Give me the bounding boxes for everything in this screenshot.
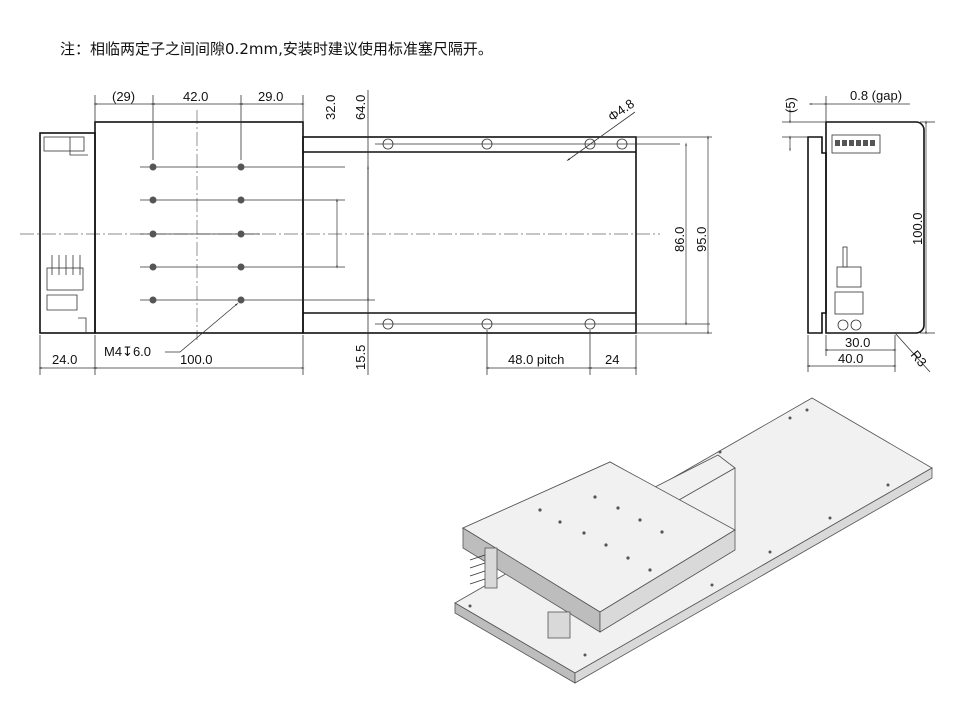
dim-100: 100.0	[180, 352, 213, 367]
body-threaded-holes	[140, 163, 375, 304]
dim-24-right: 24	[605, 352, 619, 367]
dim-95: 95.0	[694, 227, 709, 252]
dim-42: 42.0	[183, 89, 208, 104]
dim-29-ref: (29)	[112, 89, 135, 104]
rail-holes	[375, 136, 712, 334]
installation-note: 注：相临两定子之间间隙0.2mm,安装时建议使用标准塞尺隔开。	[60, 40, 493, 58]
dim-pitch: 48.0 pitch	[508, 352, 564, 367]
dim-hole-diameter: Φ4.8	[605, 96, 637, 125]
dim-64: 64.0	[353, 95, 368, 120]
dim-5: (5)	[783, 97, 798, 113]
side-plate	[807, 136, 827, 334]
dim-100-side: 100.0	[910, 212, 925, 245]
dim-40: 40.0	[838, 351, 863, 366]
side-body	[825, 121, 925, 334]
thread-callout: M4↧6.0	[104, 344, 151, 359]
iso-connector	[484, 547, 571, 639]
dim-24-left: 24.0	[52, 352, 77, 367]
connector-housing	[39, 132, 96, 334]
dim-15-5: 15.5	[353, 345, 368, 370]
dim-32: 32.0	[323, 95, 338, 120]
dim-gap: 0.8 (gap)	[850, 88, 902, 103]
dim-29: 29.0	[258, 89, 283, 104]
front-view: (29) 42.0 29.0 32.0 64.0 Φ4.8 86.0 95.0 …	[20, 89, 712, 375]
dim-86: 86.0	[672, 227, 687, 252]
side-view: 0.8 (gap) (5) 100.0 30.0 40.0 R3	[782, 88, 935, 373]
mounting-rail	[302, 136, 637, 334]
stator-body	[94, 121, 304, 334]
dim-30: 30.0	[845, 335, 870, 350]
isometric-view	[454, 397, 933, 684]
